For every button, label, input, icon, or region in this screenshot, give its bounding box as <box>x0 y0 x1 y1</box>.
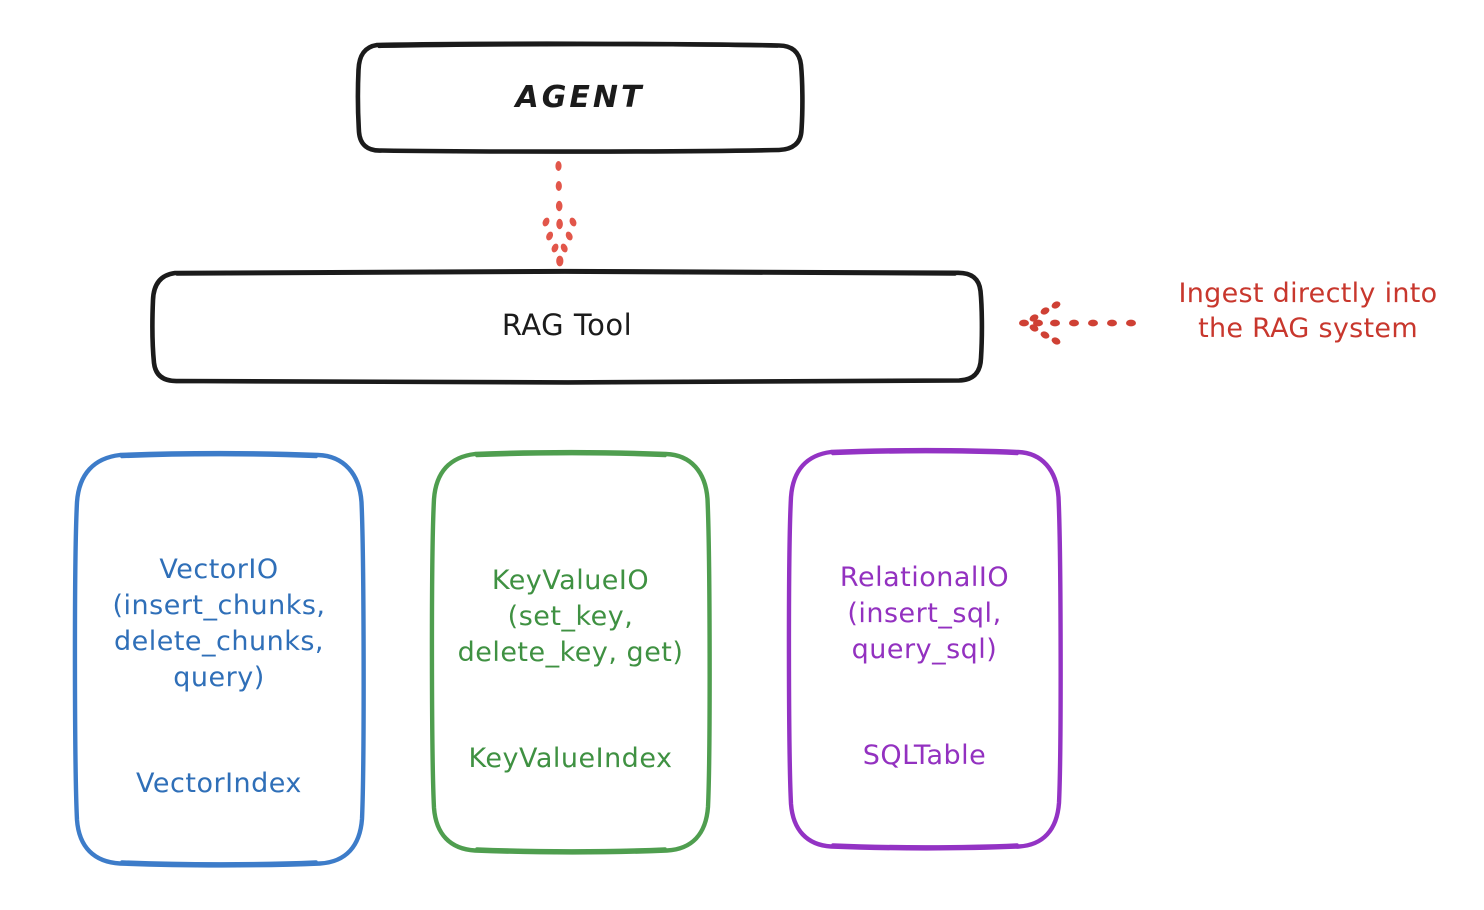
text-spacer <box>113 696 326 730</box>
key-value-io-index-label: KeyValueIndex <box>468 742 673 774</box>
arrow-down-dotted-icon <box>542 161 577 267</box>
node-vector-io-label: VectorIO (insert_chunks, delete_chunks, … <box>113 516 326 801</box>
annotation-ingest-text: Ingest directly into the RAG system <box>1178 278 1438 344</box>
connector-agent-to-rag-tool <box>516 160 606 272</box>
key-value-io-api-label: KeyValueIO (set_key, delete_key, get) <box>457 565 684 668</box>
relational-io-index-label: SQLTable <box>862 739 987 771</box>
vector-io-api-label: VectorIO (insert_chunks, delete_chunks, … <box>112 554 326 693</box>
connector-ingest-into-rag-tool <box>1018 296 1140 352</box>
node-relational-io-label: RelationalIO (insert_sql, query_sql) SQL… <box>840 524 1009 773</box>
arrow-left-dotted-icon <box>1019 301 1136 345</box>
relational-io-api-label: RelationalIO (insert_sql, query_sql) <box>839 562 1010 665</box>
node-rag-tool-label: RAG Tool <box>501 308 633 343</box>
node-vector-io[interactable]: VectorIO (insert_chunks, delete_chunks, … <box>72 450 366 868</box>
node-key-value-io[interactable]: KeyValueIO (set_key, delete_key, get) Ke… <box>429 449 712 855</box>
node-agent-label: AGENT <box>515 79 645 115</box>
node-relational-io[interactable]: RelationalIO (insert_sql, query_sql) SQL… <box>786 447 1063 851</box>
node-agent[interactable]: AGENT <box>355 40 805 154</box>
node-key-value-io-label: KeyValueIO (set_key, delete_key, get) Ke… <box>458 527 684 776</box>
text-spacer <box>458 671 684 705</box>
text-spacer <box>840 668 1009 702</box>
vector-io-index-label: VectorIndex <box>136 767 302 799</box>
node-rag-tool[interactable]: RAG Tool <box>149 268 985 385</box>
